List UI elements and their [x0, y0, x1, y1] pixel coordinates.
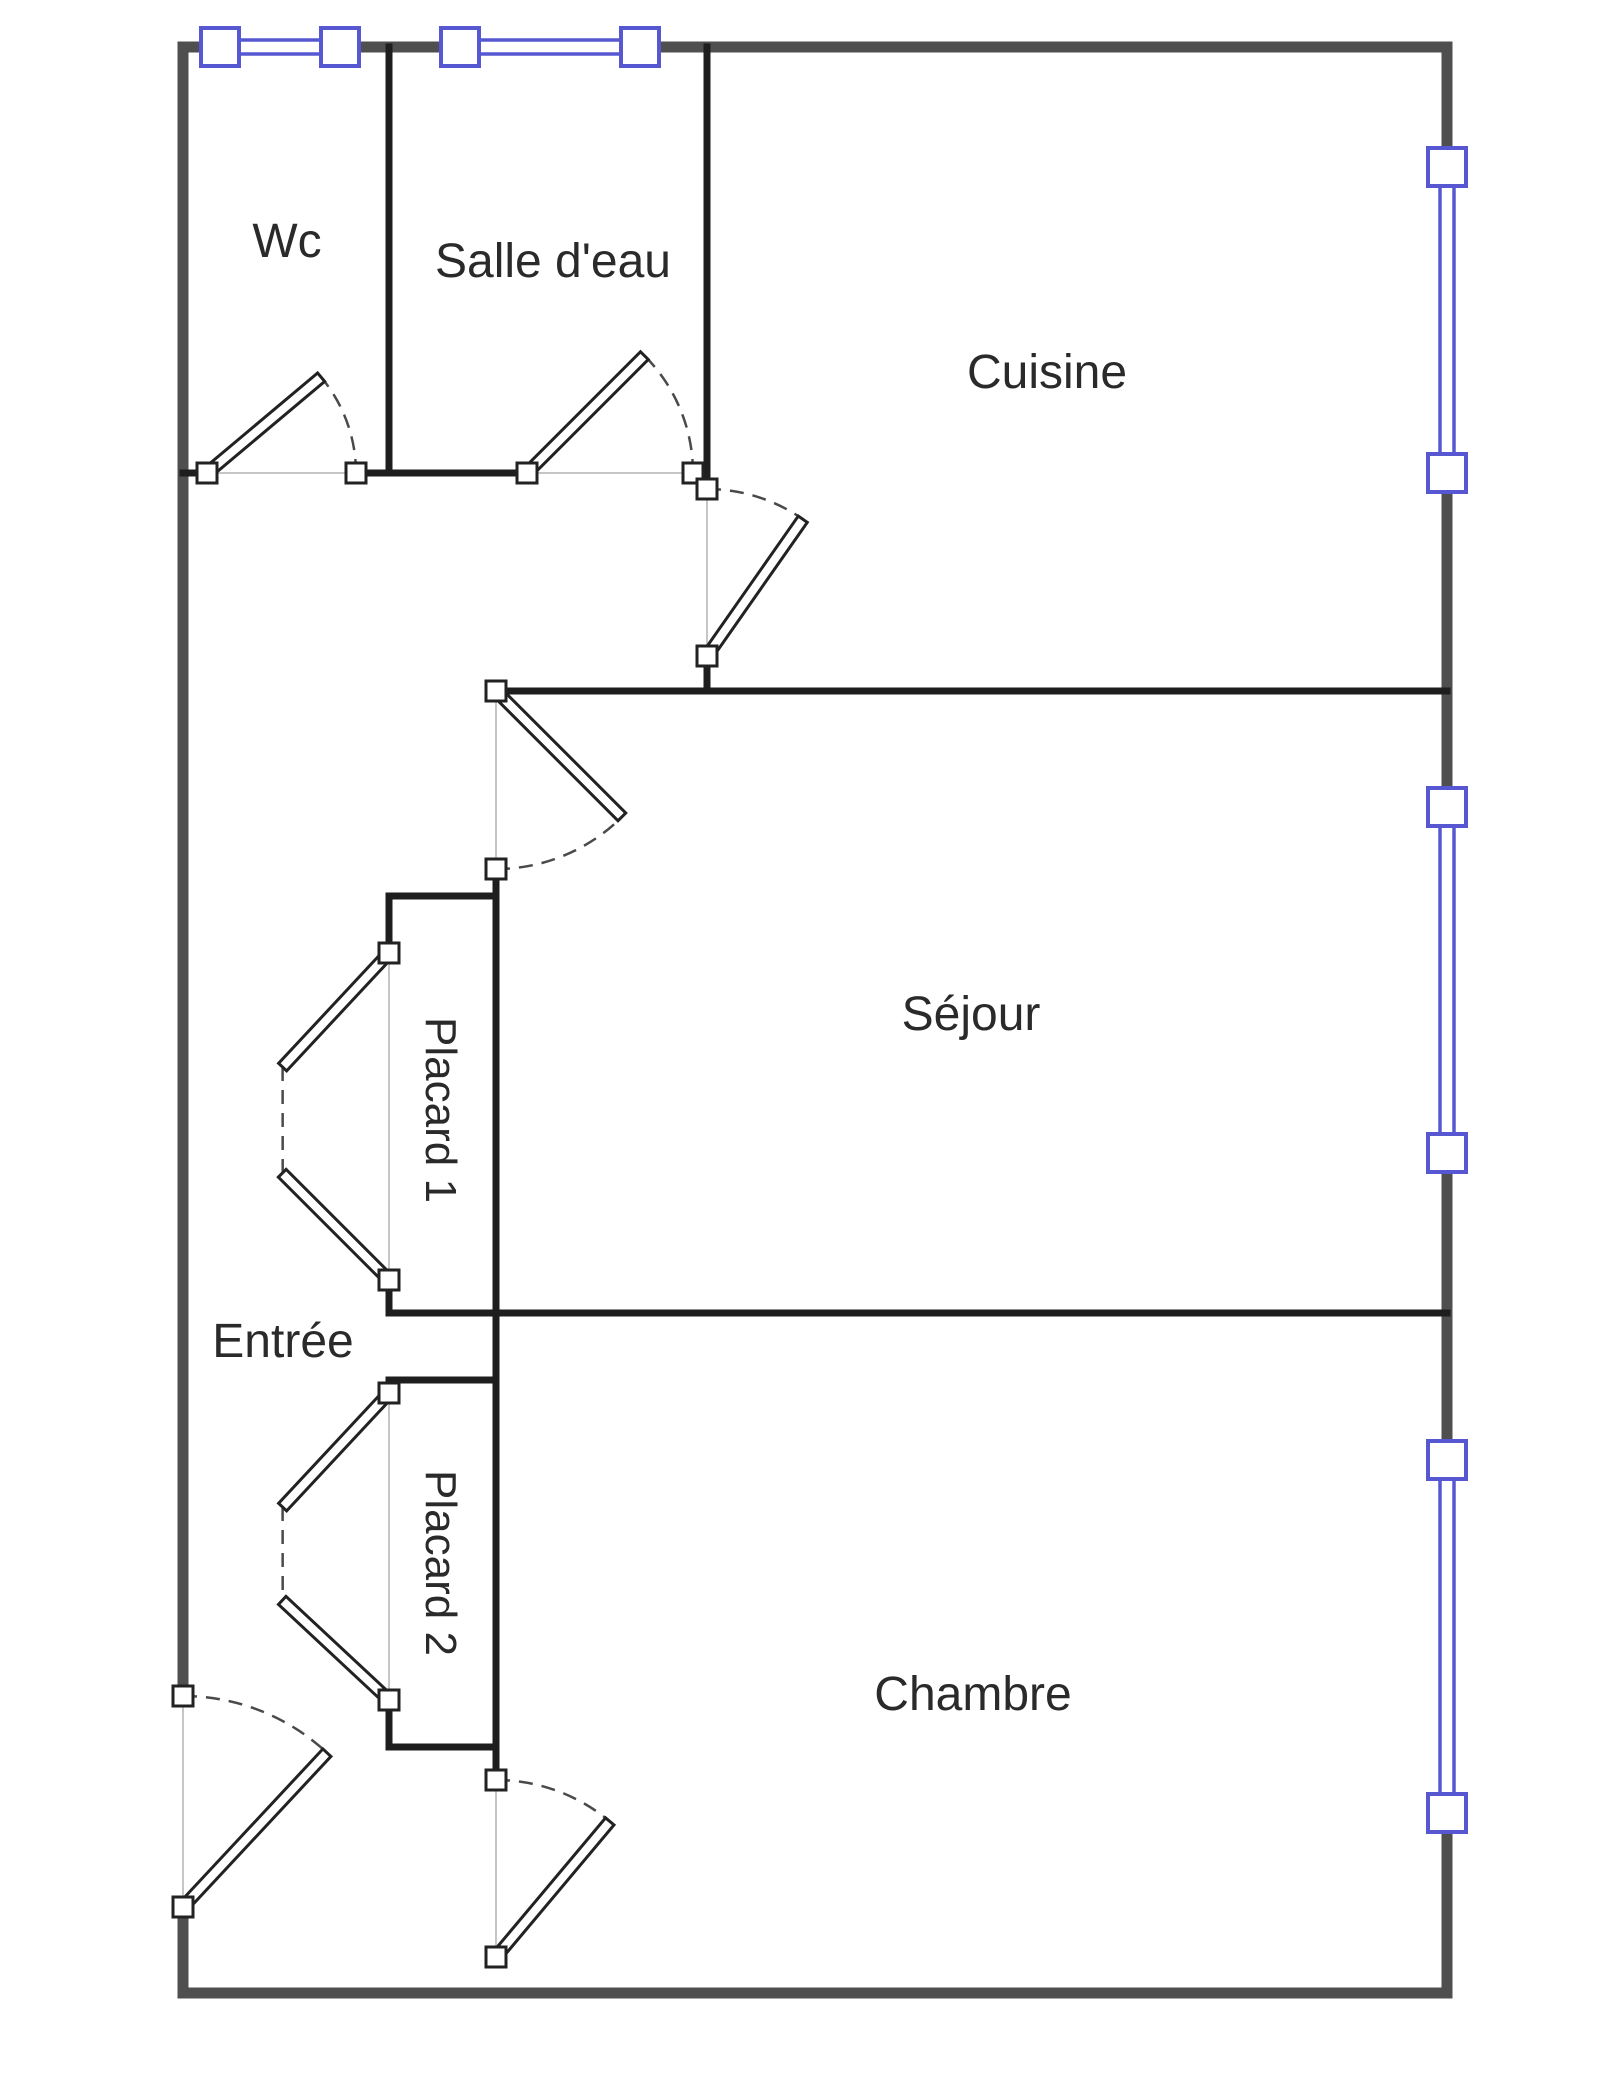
door-openings — [182, 472, 708, 1957]
room-label-placard-2: Placard 2 — [416, 1470, 465, 1656]
door-leaf — [276, 1594, 395, 1707]
door-jamb — [377, 1688, 401, 1712]
room-label-entree: Entrée — [212, 1315, 353, 1368]
window-glass — [1438, 1458, 1456, 1815]
closet-doors-placard-1 — [276, 947, 396, 1287]
door-swing-arc — [320, 376, 358, 474]
door-jamb — [377, 1381, 401, 1405]
window-post — [1426, 146, 1468, 188]
door-jamb — [484, 857, 508, 881]
door-swing-arc — [495, 816, 623, 871]
door-jamb — [171, 1684, 195, 1708]
door-leaf — [176, 1746, 334, 1913]
window-top-1 — [199, 26, 361, 68]
door-swing-arc — [706, 487, 804, 521]
room-label-sejour: Séjour — [902, 988, 1041, 1041]
room-labels: Wc Salle d'eau Cuisine Séjour Placard 1 … — [212, 215, 1127, 1721]
window-post — [1426, 786, 1468, 828]
window-right-3 — [1426, 1439, 1468, 1834]
door-leaf — [700, 513, 810, 662]
door-salle-deau — [520, 349, 695, 480]
window-right-2 — [1426, 786, 1468, 1174]
door-swing-arc — [182, 1694, 328, 1754]
door-leaf — [489, 684, 628, 823]
door-jamb — [484, 1768, 508, 1792]
door-leaf — [489, 1815, 617, 1963]
door-jamb — [195, 461, 219, 485]
room-label-cuisine: Cuisine — [967, 346, 1127, 399]
window-glass — [458, 38, 642, 56]
door-leaf — [276, 947, 396, 1073]
room-label-wc: Wc — [252, 215, 321, 268]
inner-walls — [179, 43, 1451, 1784]
door-leaf — [201, 370, 327, 480]
door-leaf — [276, 1167, 396, 1287]
window-glass — [1438, 165, 1456, 475]
door-jamb — [377, 941, 401, 965]
window-right-1 — [1426, 146, 1468, 494]
outer-walls — [177, 41, 1453, 1999]
door-jamb — [344, 461, 368, 485]
door-jamb — [695, 644, 719, 668]
door-jamb — [695, 477, 719, 501]
door-jamb — [484, 1945, 508, 1969]
door-jamb — [484, 679, 508, 703]
door-jambs — [171, 461, 719, 1969]
window-top-2 — [439, 26, 661, 68]
door-cuisine — [700, 487, 810, 662]
window-post — [619, 26, 661, 68]
windows — [199, 26, 1468, 1834]
door-swing-arc — [643, 354, 695, 474]
door-jamb — [515, 461, 539, 485]
room-label-salle-deau: Salle d'eau — [435, 235, 671, 288]
door-jamb — [171, 1895, 195, 1919]
window-post — [1426, 452, 1468, 494]
closet-doors-placard-2 — [276, 1387, 396, 1707]
window-post — [1426, 1132, 1468, 1174]
room-label-chambre: Chambre — [874, 1668, 1071, 1721]
door-entree — [176, 1694, 334, 1913]
window-post — [319, 26, 361, 68]
room-label-placard-1: Placard 1 — [416, 1017, 465, 1203]
door-swing-arc — [495, 1778, 611, 1823]
door-leaf — [276, 1387, 396, 1513]
window-glass — [1438, 805, 1456, 1155]
door-chambre — [489, 1778, 617, 1963]
window-post — [439, 26, 481, 68]
door-wc — [201, 370, 358, 480]
window-post — [1426, 1439, 1468, 1481]
window-post — [199, 26, 241, 68]
door-jamb — [377, 1268, 401, 1292]
door-sejour — [489, 684, 628, 871]
door-leaf — [520, 349, 651, 480]
window-post — [1426, 1792, 1468, 1834]
